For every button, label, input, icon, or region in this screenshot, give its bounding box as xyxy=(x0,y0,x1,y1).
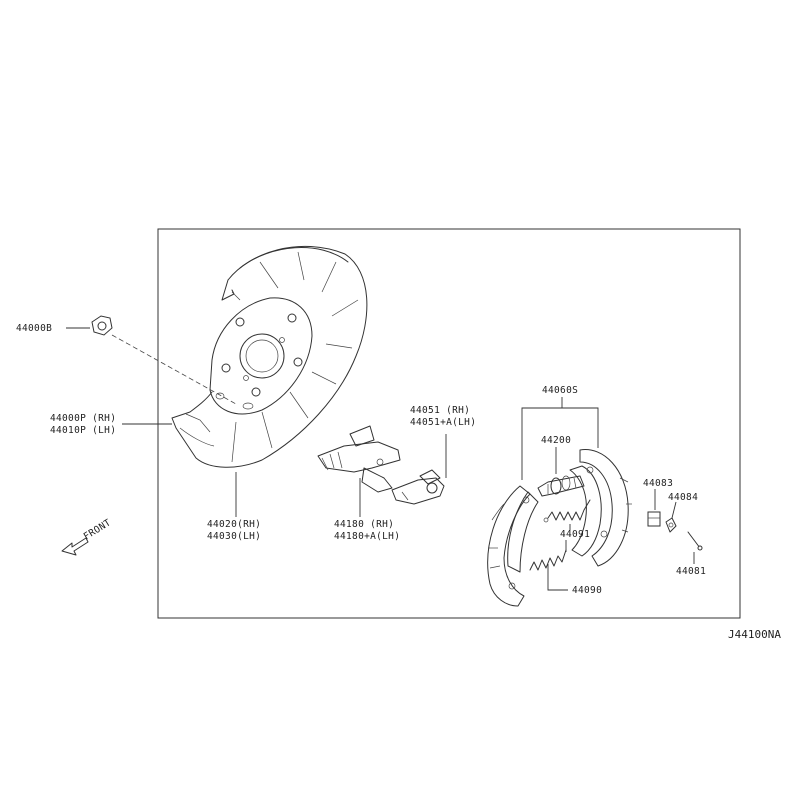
label-backing-plate-rh: 44000P (RH) xyxy=(50,413,116,424)
front-arrow-icon xyxy=(61,537,89,556)
label-spring-hold: 44084 xyxy=(668,492,698,503)
lever-part[interactable] xyxy=(317,425,401,493)
label-shoe-set: 44060S xyxy=(542,385,578,396)
leader-lower-spring xyxy=(547,564,568,591)
nut-part[interactable] xyxy=(91,315,113,336)
leader-shoe-set-bracket xyxy=(521,407,599,480)
label-retainer: 44083 xyxy=(643,478,673,489)
label-adjuster-rh: 44051 (RH) xyxy=(410,405,470,416)
leader-spring-hold xyxy=(671,501,677,519)
label-lower-spring: 44090 xyxy=(572,585,602,596)
upper-spring-part[interactable] xyxy=(543,499,591,523)
label-adjuster-lh: 44051+A(LH) xyxy=(410,417,476,428)
adjuster-assy-part[interactable] xyxy=(537,475,585,497)
label-plate-assy-rh: 44020(RH) xyxy=(207,519,261,530)
retainer-part[interactable] xyxy=(647,511,661,527)
brake-shoe-right-part[interactable] xyxy=(569,449,632,567)
label-adjuster-assy: 44200 xyxy=(541,435,571,446)
spring-hold-part[interactable] xyxy=(665,517,677,533)
lower-spring-part[interactable] xyxy=(529,549,567,571)
label-backing-plate-lh: 44010P (LH) xyxy=(50,425,116,436)
label-lever-rh: 44180 (RH) xyxy=(334,519,394,530)
label-nut: 44000B xyxy=(16,323,52,334)
diagram-frame xyxy=(157,228,741,619)
label-pin: 44081 xyxy=(676,566,706,577)
backing-plate-part[interactable] xyxy=(171,246,368,468)
label-front: FRONT xyxy=(82,517,113,542)
label-lever-lh: 44180+A(LH) xyxy=(334,531,400,542)
label-upper-spring: 44091 xyxy=(560,529,590,540)
adjuster-part[interactable] xyxy=(391,469,445,505)
diagram-code: J44100NA xyxy=(728,628,781,641)
pin-part[interactable] xyxy=(687,531,703,551)
brake-shoe-left-part[interactable] xyxy=(487,485,539,607)
label-plate-assy-lh: 44030(LH) xyxy=(207,531,261,542)
